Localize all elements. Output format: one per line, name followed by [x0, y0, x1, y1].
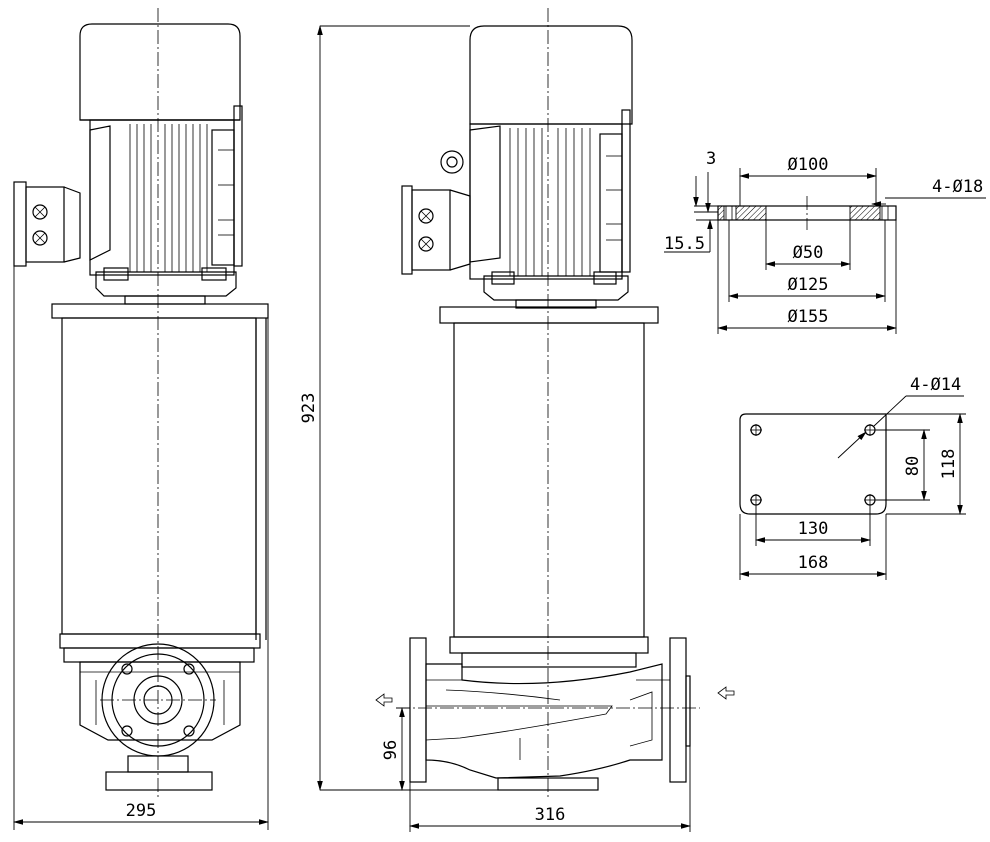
dim-flange-d155: Ø155 [788, 307, 829, 327]
dim-flange-d100: Ø100 [788, 155, 829, 175]
dim-inlet-height: 96 [381, 740, 401, 760]
dim-base-h118: 118 [939, 449, 959, 480]
dim-flange-holes: 4-Ø18 [932, 177, 983, 197]
dim-side-width: 295 [126, 801, 157, 821]
dim-front-width: 316 [535, 805, 566, 825]
dim-overall-height: 923 [299, 393, 319, 424]
motor-fins [129, 124, 208, 272]
dim-base-w168: 168 [798, 553, 829, 573]
side-view: 295 [13, 8, 269, 830]
dim-flange-offset: 15.5 [664, 234, 705, 254]
dim-base-holes: 4-Ø14 [910, 375, 961, 395]
flange-detail: Ø100 4-Ø18 3 15.5 Ø50 Ø125 Ø155 [664, 149, 986, 334]
baseplate-detail: 4-Ø14 80 118 130 168 [739, 375, 966, 580]
dim-base-h80: 80 [903, 456, 923, 476]
dim-flange-thickness: 3 [706, 149, 716, 169]
dim-flange-d125: Ø125 [788, 275, 829, 295]
dim-flange-d50: Ø50 [793, 243, 824, 263]
front-motor-fins [509, 128, 591, 276]
front-view: 923 96 316 [299, 8, 735, 832]
dim-base-w130: 130 [798, 519, 829, 539]
